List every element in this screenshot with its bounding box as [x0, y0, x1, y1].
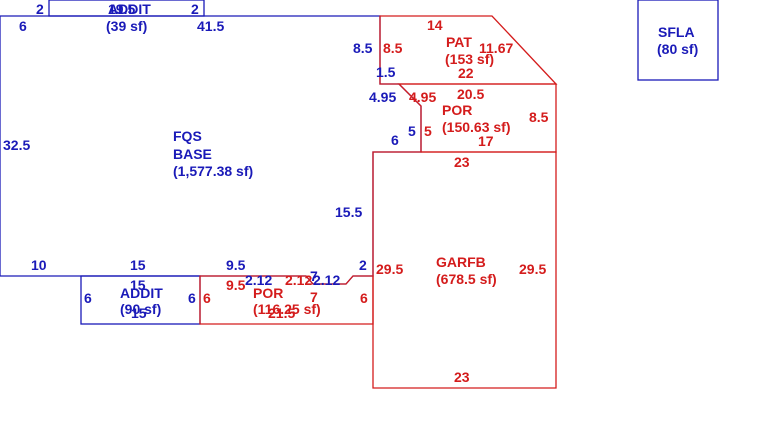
top-addit-dim-right: 2: [191, 1, 199, 17]
por-right-dim-5: 5: [424, 123, 432, 139]
por-bottom-name: POR: [253, 285, 283, 301]
base-dim-10: 10: [31, 257, 47, 273]
por-bottom-dim-7: 7: [310, 289, 318, 305]
addit-dim-6-right: 6: [188, 290, 196, 306]
por-bottom-dim-2-12: 2.12: [285, 272, 312, 288]
top-addit-name: ADDIT: [108, 1, 151, 17]
gar-name: GARFB: [436, 254, 486, 270]
top-addit-outline: [48, 0, 205, 17]
addit-area: (90 sf): [120, 301, 161, 317]
por-right-area: (150.63 sf): [442, 119, 510, 135]
top-addit-dim-top: 19.5: [108, 1, 135, 17]
pat-dim-11-67: 11.67: [479, 40, 513, 56]
base-name-2: BASE: [173, 146, 212, 162]
por-bottom-outline: [199, 275, 374, 325]
base-dim-1-5: 1.5: [376, 64, 396, 80]
por-right-dim-4-95: 4.95: [409, 89, 436, 105]
por-right-dim-20-5: 20.5: [457, 86, 484, 102]
gar-dim-29-5-left: 29.5: [376, 261, 403, 277]
base-dim-15: 15: [130, 257, 146, 273]
base-dim-15-5: 15.5: [335, 204, 362, 220]
gar-dim-23-top: 23: [454, 154, 470, 170]
sfla-outline: [637, 0, 719, 81]
por-bottom-area: (116.25 sf): [253, 301, 321, 317]
gar-dim-6: 6: [360, 290, 368, 306]
base-dim-2-12a: 2.12: [245, 272, 272, 288]
sfla-area: (80 sf): [657, 41, 698, 57]
base-dim-6b: 6: [391, 132, 399, 148]
pat-dim-8-5: 8.5: [383, 40, 403, 56]
addit-name: ADDIT: [120, 285, 163, 301]
base-dim-2-12b: 2.12: [313, 272, 340, 288]
por-bottom-dim-6: 6: [203, 290, 211, 306]
sfla-name: SFLA: [658, 24, 695, 40]
pat-area: (153 sf): [445, 51, 494, 67]
gar-dim-23-bottom: 23: [454, 369, 470, 385]
top-addit-area: (39 sf): [106, 18, 147, 34]
gar-dim-29-5-right: 29.5: [519, 261, 546, 277]
gar-area: (678.5 sf): [436, 271, 497, 287]
addit-dim-15: 15: [130, 277, 146, 293]
pat-dim-14: 14: [427, 17, 443, 33]
base-dim-5: 5: [408, 123, 416, 139]
por-bottom-dim-9-5: 9.5: [226, 277, 246, 293]
base-dim-8-5: 8.5: [353, 40, 373, 56]
base-area: (1,577.38 sf): [173, 163, 253, 179]
top-addit-dim-left: 2: [36, 1, 44, 17]
addit-dim-6-left: 6: [84, 290, 92, 306]
base-dim-32-5: 32.5: [3, 137, 30, 153]
base-dim-9-5: 9.5: [226, 257, 246, 273]
pat-name: PAT: [446, 34, 472, 50]
base-dim-41-5: 41.5: [197, 18, 224, 34]
por-right-dim-8-5: 8.5: [529, 109, 549, 125]
base-dim-2: 2: [359, 257, 367, 273]
addit-dim-15-bottom: 15: [131, 305, 147, 321]
base-name-1: FQS: [173, 128, 202, 144]
por-bottom-dim-21-5: 21.5: [268, 305, 295, 321]
por-right-dim-17: 17: [478, 133, 494, 149]
base-dim-6: 6: [19, 18, 27, 34]
base-dim-4-95: 4.95: [369, 89, 396, 105]
por-right-name: POR: [442, 102, 472, 118]
pat-dim-22: 22: [458, 65, 474, 81]
base-dim-7: 7: [310, 268, 318, 284]
